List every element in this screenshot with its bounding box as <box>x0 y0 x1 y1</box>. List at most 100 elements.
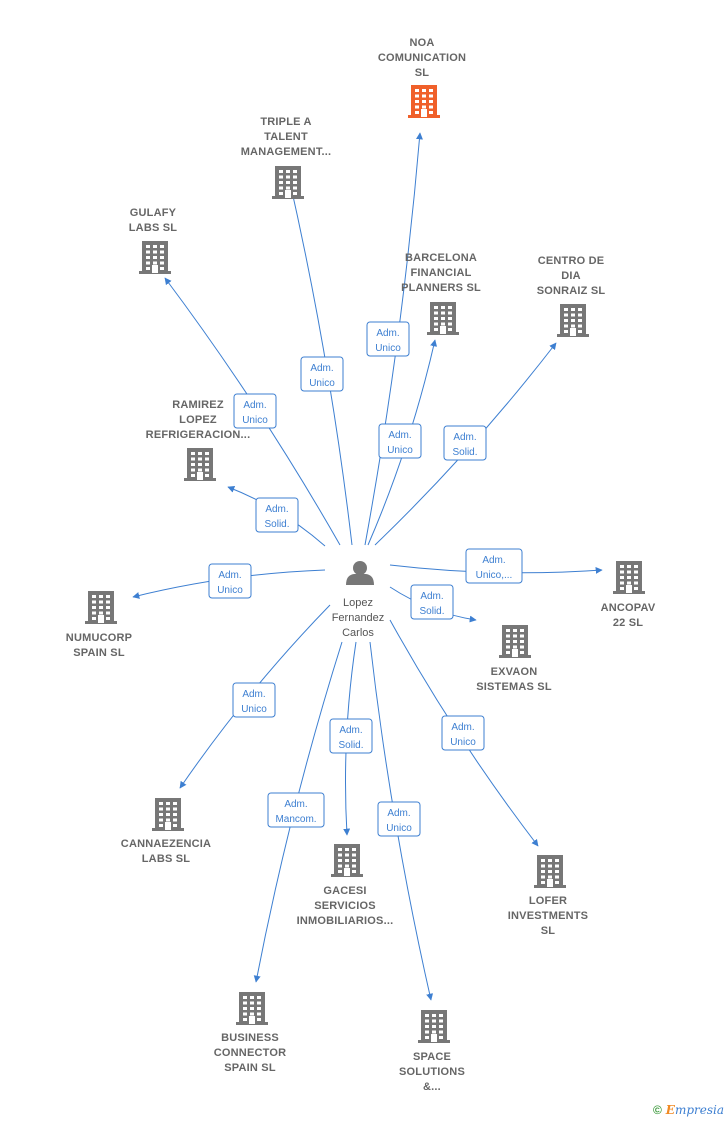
person-name-line: Carlos <box>342 627 374 639</box>
company-name-line: TRIPLE A <box>260 116 311 128</box>
person-name-line: Lopez <box>343 597 373 609</box>
role-text-line: Adm. <box>242 689 265 700</box>
role-box <box>441 715 485 751</box>
role-box <box>443 425 487 461</box>
building-icon <box>427 302 459 335</box>
company-name-line: SONRAIZ SL <box>537 285 606 297</box>
company-name-line: SISTEMAS SL <box>476 681 552 693</box>
company-name-line: FINANCIAL <box>410 267 471 279</box>
role-text-line: Unico <box>387 445 413 456</box>
role-box <box>366 321 410 357</box>
role-text-line: Adm. <box>243 400 266 411</box>
role-text-line: Adm. <box>310 363 333 374</box>
company-name-line: LOFER <box>529 895 567 907</box>
role-text-line: Adm. <box>376 328 399 339</box>
role-text-line: Adm. <box>284 799 307 810</box>
role-box <box>208 563 252 599</box>
role-text-line: Adm. <box>218 570 241 581</box>
role-box <box>378 423 422 459</box>
role-text-line: Unico <box>375 343 401 354</box>
role-badge-exvaon[interactable]: Adm.Solid. <box>410 584 454 620</box>
role-badge-ramirez[interactable]: Adm.Solid. <box>255 497 299 533</box>
building-icon <box>534 855 566 888</box>
company-name-line: LOPEZ <box>179 414 217 426</box>
role-text-line: Unico <box>242 415 268 426</box>
role-text-line: Unico <box>309 378 335 389</box>
role-text-line: Adm. <box>388 430 411 441</box>
company-name-line: INVESTMENTS <box>508 910 588 922</box>
company-name-line: ANCOPAV <box>601 602 656 614</box>
role-box <box>267 792 325 828</box>
role-badge-gacesi[interactable]: Adm. Solid. <box>329 718 373 754</box>
role-text-line: Solid. <box>338 740 363 751</box>
company-name-line: LABS SL <box>129 222 178 234</box>
company-node-space[interactable]: SPACESOLUTIONS&... <box>399 1010 465 1093</box>
role-badge-ancopav[interactable]: Adm.Unico,... <box>465 548 523 584</box>
building-icon <box>272 166 304 199</box>
role-badge-barcelona[interactable]: Adm. Unico <box>378 423 422 459</box>
company-name-line: SL <box>541 925 556 937</box>
role-badge-lofer[interactable]: Adm.Unico <box>441 715 485 751</box>
building-icon <box>499 625 531 658</box>
company-name-line: DIA <box>561 270 581 282</box>
role-text-line: Unico <box>386 823 412 834</box>
company-name-line: NOA <box>409 37 434 49</box>
copyright-icon: © <box>652 1103 662 1117</box>
building-icon <box>236 992 268 1025</box>
role-box <box>410 584 454 620</box>
role-badge-gulafy[interactable]: Adm. Unico <box>233 393 277 429</box>
role-badge-cannaezencia[interactable]: Adm.Unico <box>232 682 276 718</box>
company-name-line: SOLUTIONS <box>399 1066 465 1078</box>
person-name-line: Fernandez <box>332 612 385 624</box>
role-box <box>300 356 344 392</box>
company-node-triple-a[interactable]: TRIPLE ATALENTMANAGEMENT... <box>241 116 332 199</box>
role-text-line: Adm. <box>387 808 410 819</box>
company-name-line: BARCELONA <box>405 252 477 264</box>
role-badge-triple-a[interactable]: Adm. Unico <box>300 356 344 392</box>
role-text-line: Adm. <box>339 725 362 736</box>
company-name-line: SERVICIOS <box>314 900 376 912</box>
footer-brand: ©Empresia <box>653 1103 724 1117</box>
roles-layer: Adm.UnicoAdm.UnicoAdm.UnicoAdm.UnicoAdm.… <box>208 321 523 837</box>
building-icon <box>418 1010 450 1043</box>
role-text-line: Unico <box>217 585 243 596</box>
role-badge-centro[interactable]: Adm.Solid. <box>443 425 487 461</box>
company-name-line: REFRIGERACION... <box>146 429 251 441</box>
role-text-line: Adm. <box>420 591 443 602</box>
company-name-line: BUSINESS <box>221 1032 279 1044</box>
role-badge-space[interactable]: Adm. Unico <box>377 801 421 837</box>
building-icon <box>331 844 363 877</box>
role-text-line: Mancom. <box>275 814 316 825</box>
company-node-gacesi[interactable]: GACESISERVICIOSINMOBILIARIOS... <box>297 844 394 927</box>
role-box <box>233 393 277 429</box>
person-icon <box>346 561 374 585</box>
role-badge-business[interactable]: Adm. Mancom. <box>267 792 325 828</box>
building-icon <box>557 304 589 337</box>
company-name-line: INMOBILIARIOS... <box>297 915 394 927</box>
building-icon <box>152 798 184 831</box>
building-icon <box>184 448 216 481</box>
company-name-line: RAMIREZ <box>172 399 224 411</box>
company-name-line: NUMUCORP <box>66 632 132 644</box>
company-node-lofer[interactable]: LOFER INVESTMENTS SL <box>508 855 588 937</box>
role-box <box>377 801 421 837</box>
brand-initial: E <box>665 1103 675 1117</box>
edges-layer <box>132 132 603 1001</box>
role-badge-numucorp[interactable]: Adm. Unico <box>208 563 252 599</box>
brand-name: mpresia <box>674 1103 724 1117</box>
role-badge-noa[interactable]: Adm. Unico <box>366 321 410 357</box>
role-box <box>232 682 276 718</box>
company-node-ramirez[interactable]: RAMIREZ LOPEZ REFRIGERACION... <box>146 399 251 481</box>
